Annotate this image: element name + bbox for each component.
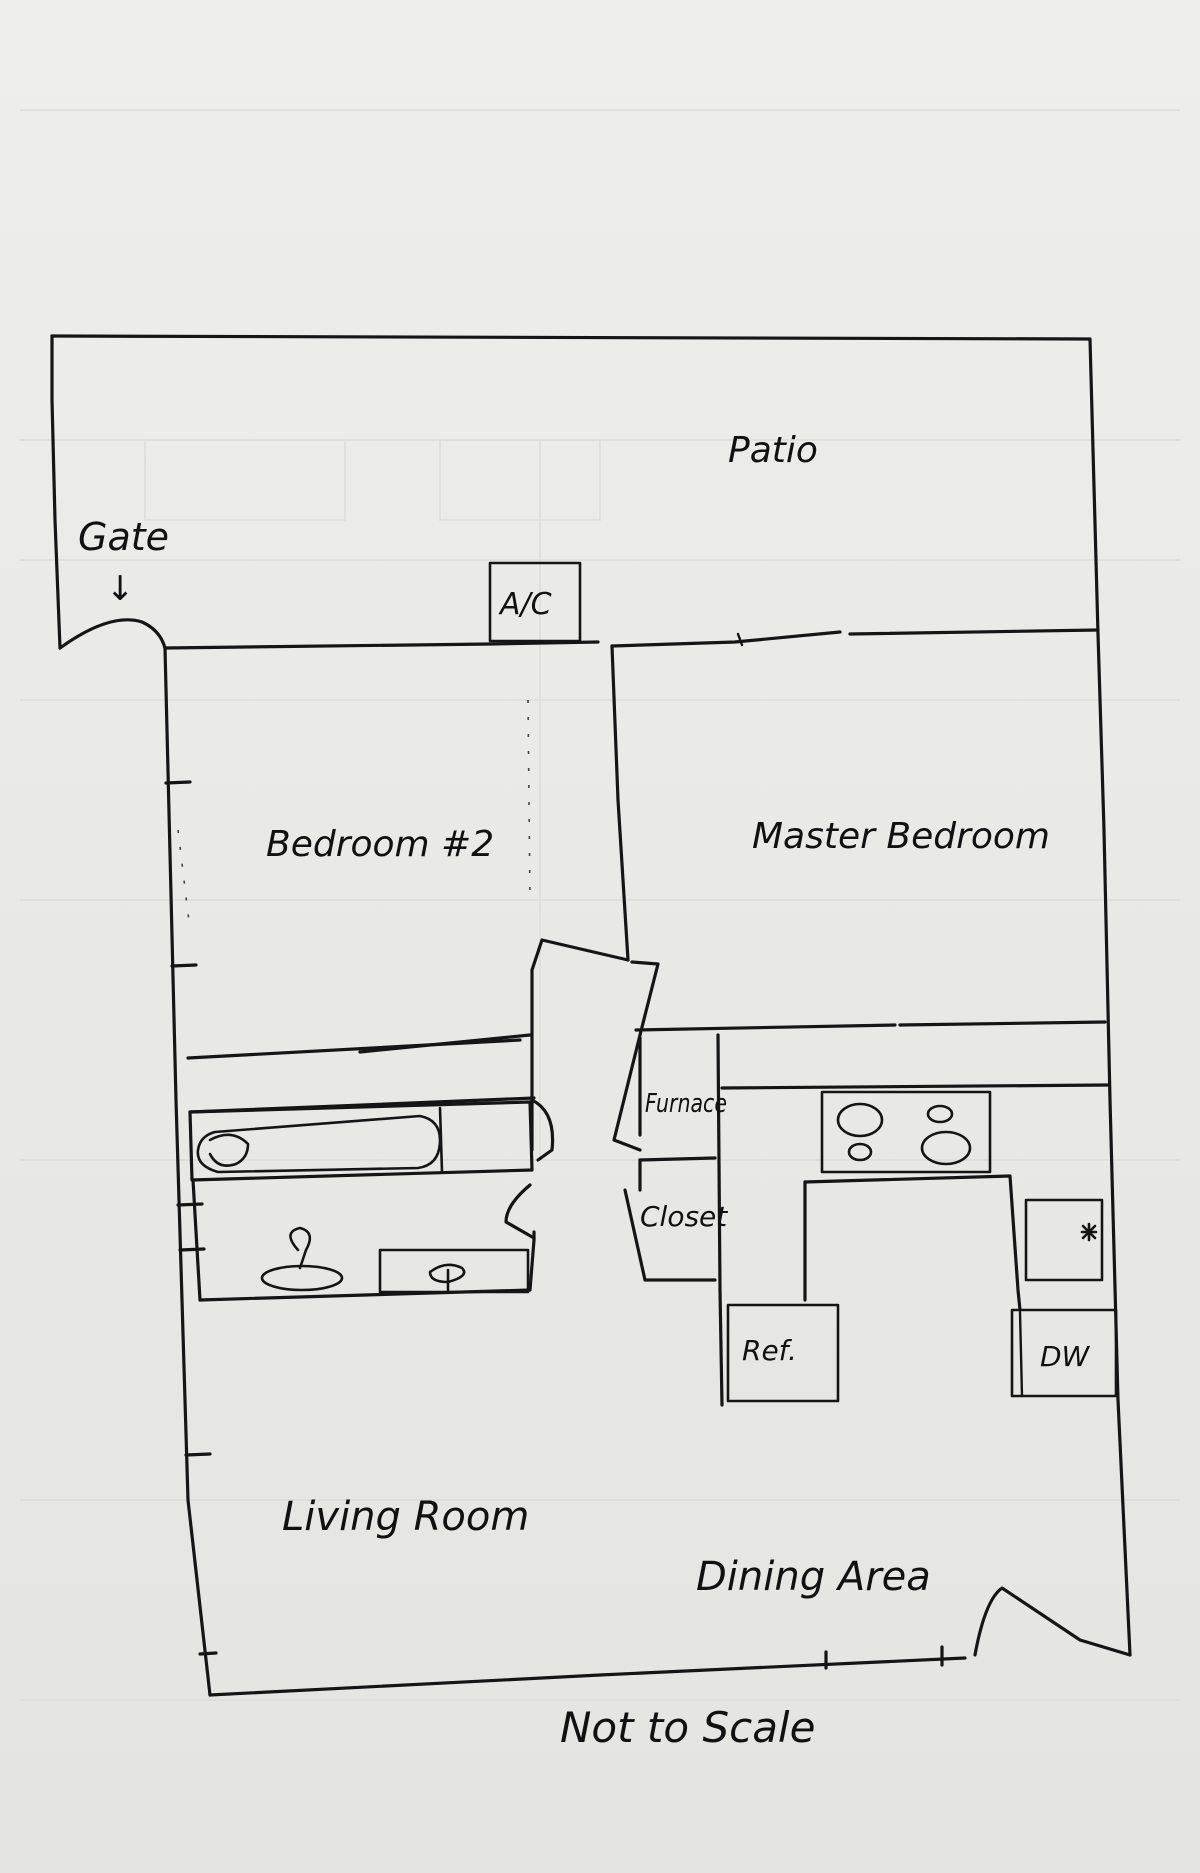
gate-arrow-icon: ↓ [106, 569, 135, 609]
room-labels: Patio Gate ↓ A/C Bedroom #2 Master Bedro… [78, 430, 1091, 1752]
toilet [289, 1226, 312, 1270]
bathroom [188, 1098, 555, 1302]
dishwasher [1010, 1308, 1118, 1398]
patio-wall [163, 628, 1100, 650]
kitchen [720, 1083, 1118, 1403]
living-room-label: Living Room [282, 1494, 529, 1540]
entry-door-swing [973, 1586, 1132, 1657]
kitchen-sink [1024, 1198, 1104, 1282]
stove [820, 1090, 992, 1174]
background-form-ghost [20, 109, 1180, 1701]
exterior-walls [50, 334, 1132, 1697]
bathtub [196, 1114, 442, 1174]
dishwasher-label: DW [1040, 1340, 1091, 1373]
refrigerator [726, 1303, 840, 1403]
window-ticks [164, 780, 944, 1670]
furnace-label: Furnace [645, 1089, 727, 1119]
dining-area-label: Dining Area [696, 1554, 931, 1600]
vanity [378, 1248, 530, 1294]
refrigerator-label: Ref. [742, 1334, 797, 1367]
ac-unit [488, 561, 582, 643]
interior-walls [186, 644, 1107, 1407]
gate-swing [58, 618, 167, 650]
door-dashes [177, 699, 531, 931]
sink [428, 1263, 466, 1284]
gate-label: Gate [78, 515, 169, 559]
master-bedroom-label: Master Bedroom [752, 816, 1050, 857]
bedroom2-label: Bedroom #2 [266, 824, 494, 865]
patio-label: Patio [728, 430, 818, 471]
ac-label: A/C [498, 587, 552, 622]
closet-label: Closet [640, 1200, 728, 1233]
scale-note: Not to Scale [560, 1703, 815, 1752]
